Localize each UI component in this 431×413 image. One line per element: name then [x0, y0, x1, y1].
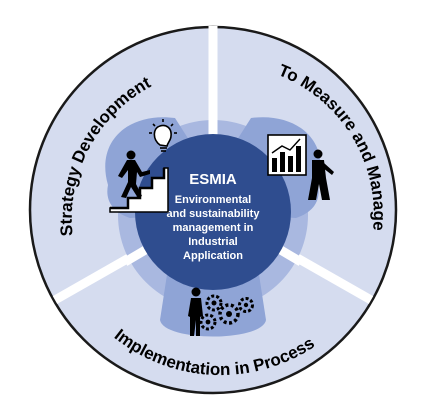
- center-subtitle-line-2: and sustainability: [167, 208, 261, 220]
- center-subtitle-line-1: Environmental: [175, 194, 251, 206]
- person-presenting-icon: [308, 149, 334, 200]
- center-subtitle-line-4: Industrial: [188, 236, 238, 248]
- bar-chart-icon: [267, 134, 307, 176]
- center-subtitle-line-3: management in: [173, 222, 254, 234]
- center-title: ESMIA: [189, 171, 237, 188]
- light-bulb-icon: [149, 119, 177, 152]
- center-subtitle-line-5: Application: [183, 250, 243, 262]
- person-climbing-stairs-icon: [109, 150, 169, 213]
- person-standing-icon: [188, 287, 203, 336]
- center-disk: [135, 134, 291, 290]
- gears-icon: [199, 294, 254, 331]
